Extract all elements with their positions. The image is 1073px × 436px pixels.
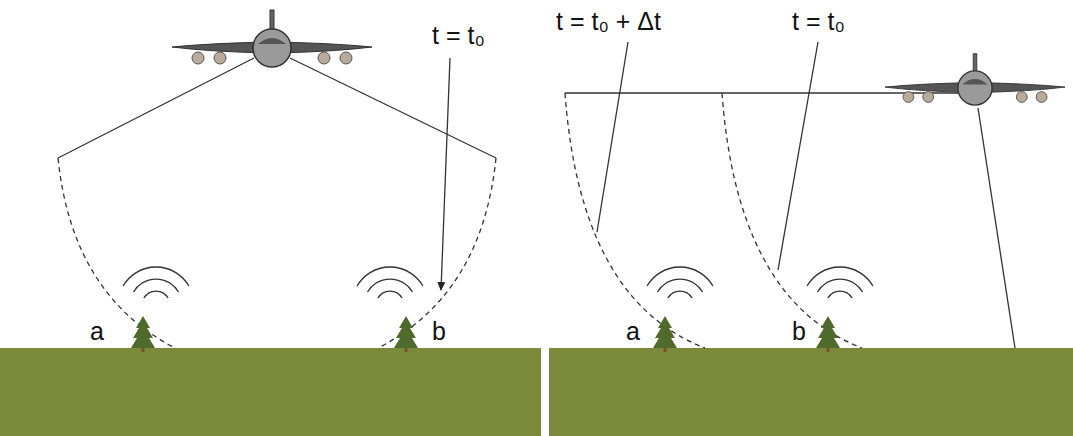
ground <box>549 348 1073 436</box>
airplane <box>172 10 372 67</box>
wavefront-arc <box>58 158 175 348</box>
tree <box>131 316 155 352</box>
leader-line <box>441 58 450 290</box>
echo-waves <box>123 267 423 298</box>
point-label: a <box>90 318 104 346</box>
tree <box>394 316 418 352</box>
point-label: b <box>792 318 806 346</box>
time-label: t = t₀ <box>432 22 485 50</box>
wavefront-arc <box>722 93 862 348</box>
leader-line <box>597 42 628 232</box>
tree <box>653 316 677 352</box>
tree <box>816 316 840 352</box>
beam-line <box>58 58 254 158</box>
beam-line <box>565 92 960 93</box>
time-label: t = t₀ <box>792 8 845 36</box>
time-label: t = t₀ + Δt <box>556 8 661 36</box>
ground <box>0 348 541 436</box>
point-label: a <box>626 318 640 346</box>
point-label: b <box>432 318 446 346</box>
beam-line <box>290 58 496 158</box>
beam-line <box>978 108 1015 348</box>
leader-line <box>778 42 818 270</box>
airplane <box>885 54 1065 105</box>
wavefront-arc <box>378 158 496 348</box>
echo-waves <box>647 267 873 298</box>
wavefront-arc <box>565 93 705 348</box>
